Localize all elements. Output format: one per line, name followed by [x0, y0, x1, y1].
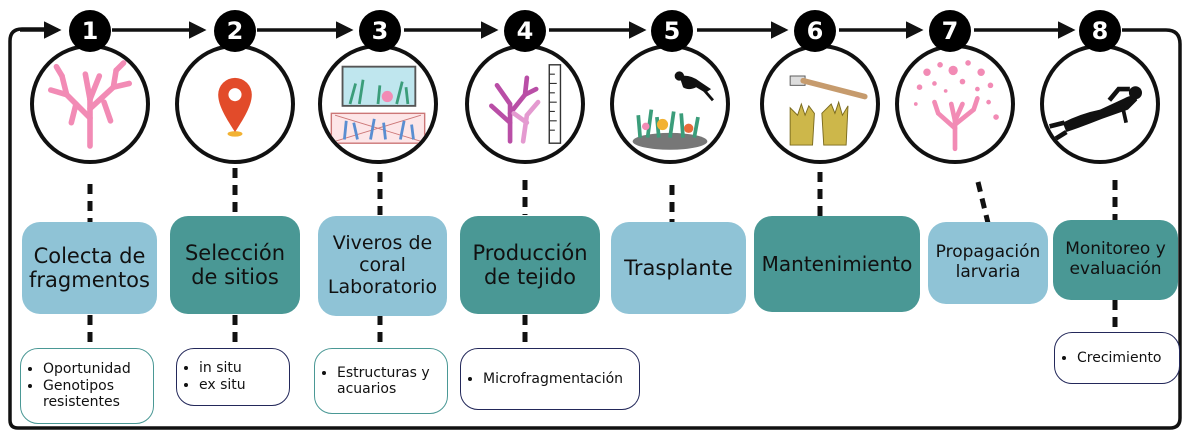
note-item: Oportunidad: [43, 361, 145, 377]
note-item: in situ: [199, 360, 246, 376]
dashed-connectors: [87, 168, 1118, 348]
step-number-8: 8: [1079, 10, 1121, 52]
coral-ruler-icon: [465, 44, 585, 164]
return-loop-line: [8, 27, 1182, 430]
note-item: ex situ: [199, 377, 246, 393]
notes-step-1: Oportunidad Genotipos resistentes: [20, 348, 154, 424]
step-number-1: 1: [69, 10, 111, 52]
step-box-8: Monitoreo y evaluación: [1053, 220, 1178, 300]
step-number-7: 7: [929, 10, 971, 52]
step-box-2: Selección de sitios: [170, 216, 300, 314]
step-number-5: 5: [651, 10, 693, 52]
brush-gloves-icon: [760, 44, 880, 164]
aquarium-nursery-icon: [318, 44, 438, 164]
step-box-3: Viveros de coral Laboratorio: [318, 216, 447, 316]
notes-list-1: Oportunidad Genotipos resistentes: [29, 361, 145, 411]
diver-reef-icon: [610, 44, 730, 164]
notes-list-2: in situ ex situ: [185, 360, 246, 394]
step-box-1: Colecta de fragmentos: [22, 222, 157, 314]
notes-list-3: Estructuras y acuarios: [323, 365, 439, 398]
notes-step-2: in situ ex situ: [176, 348, 290, 406]
step-box-7: Propagación larvaria: [928, 222, 1048, 304]
step-number-4: 4: [504, 10, 546, 52]
step-number-2: 2: [214, 10, 256, 52]
note-item: Microfragmentación: [483, 371, 623, 387]
note-item: Crecimiento: [1077, 350, 1162, 366]
notes-list-4: Microfragmentación: [469, 371, 623, 388]
step-box-6: Mantenimiento: [754, 216, 920, 312]
coral-spawning-icon: [895, 44, 1015, 164]
notes-list-8: Crecimiento: [1063, 350, 1162, 367]
map-pin-icon: [175, 44, 295, 164]
step-box-4: Producción de tejido: [460, 216, 600, 314]
notes-step-4: Microfragmentación: [460, 348, 640, 410]
note-item: Estructuras y acuarios: [337, 365, 439, 397]
diver-icon: [1040, 44, 1160, 164]
notes-step-3: Estructuras y acuarios: [314, 348, 448, 414]
note-item: Genotipos resistentes: [43, 378, 145, 410]
step-number-3: 3: [359, 10, 401, 52]
notes-step-8: Crecimiento: [1054, 332, 1180, 384]
pink-coral-icon: [30, 44, 150, 164]
step-box-5: Trasplante: [611, 222, 746, 314]
step-number-6: 6: [794, 10, 836, 52]
